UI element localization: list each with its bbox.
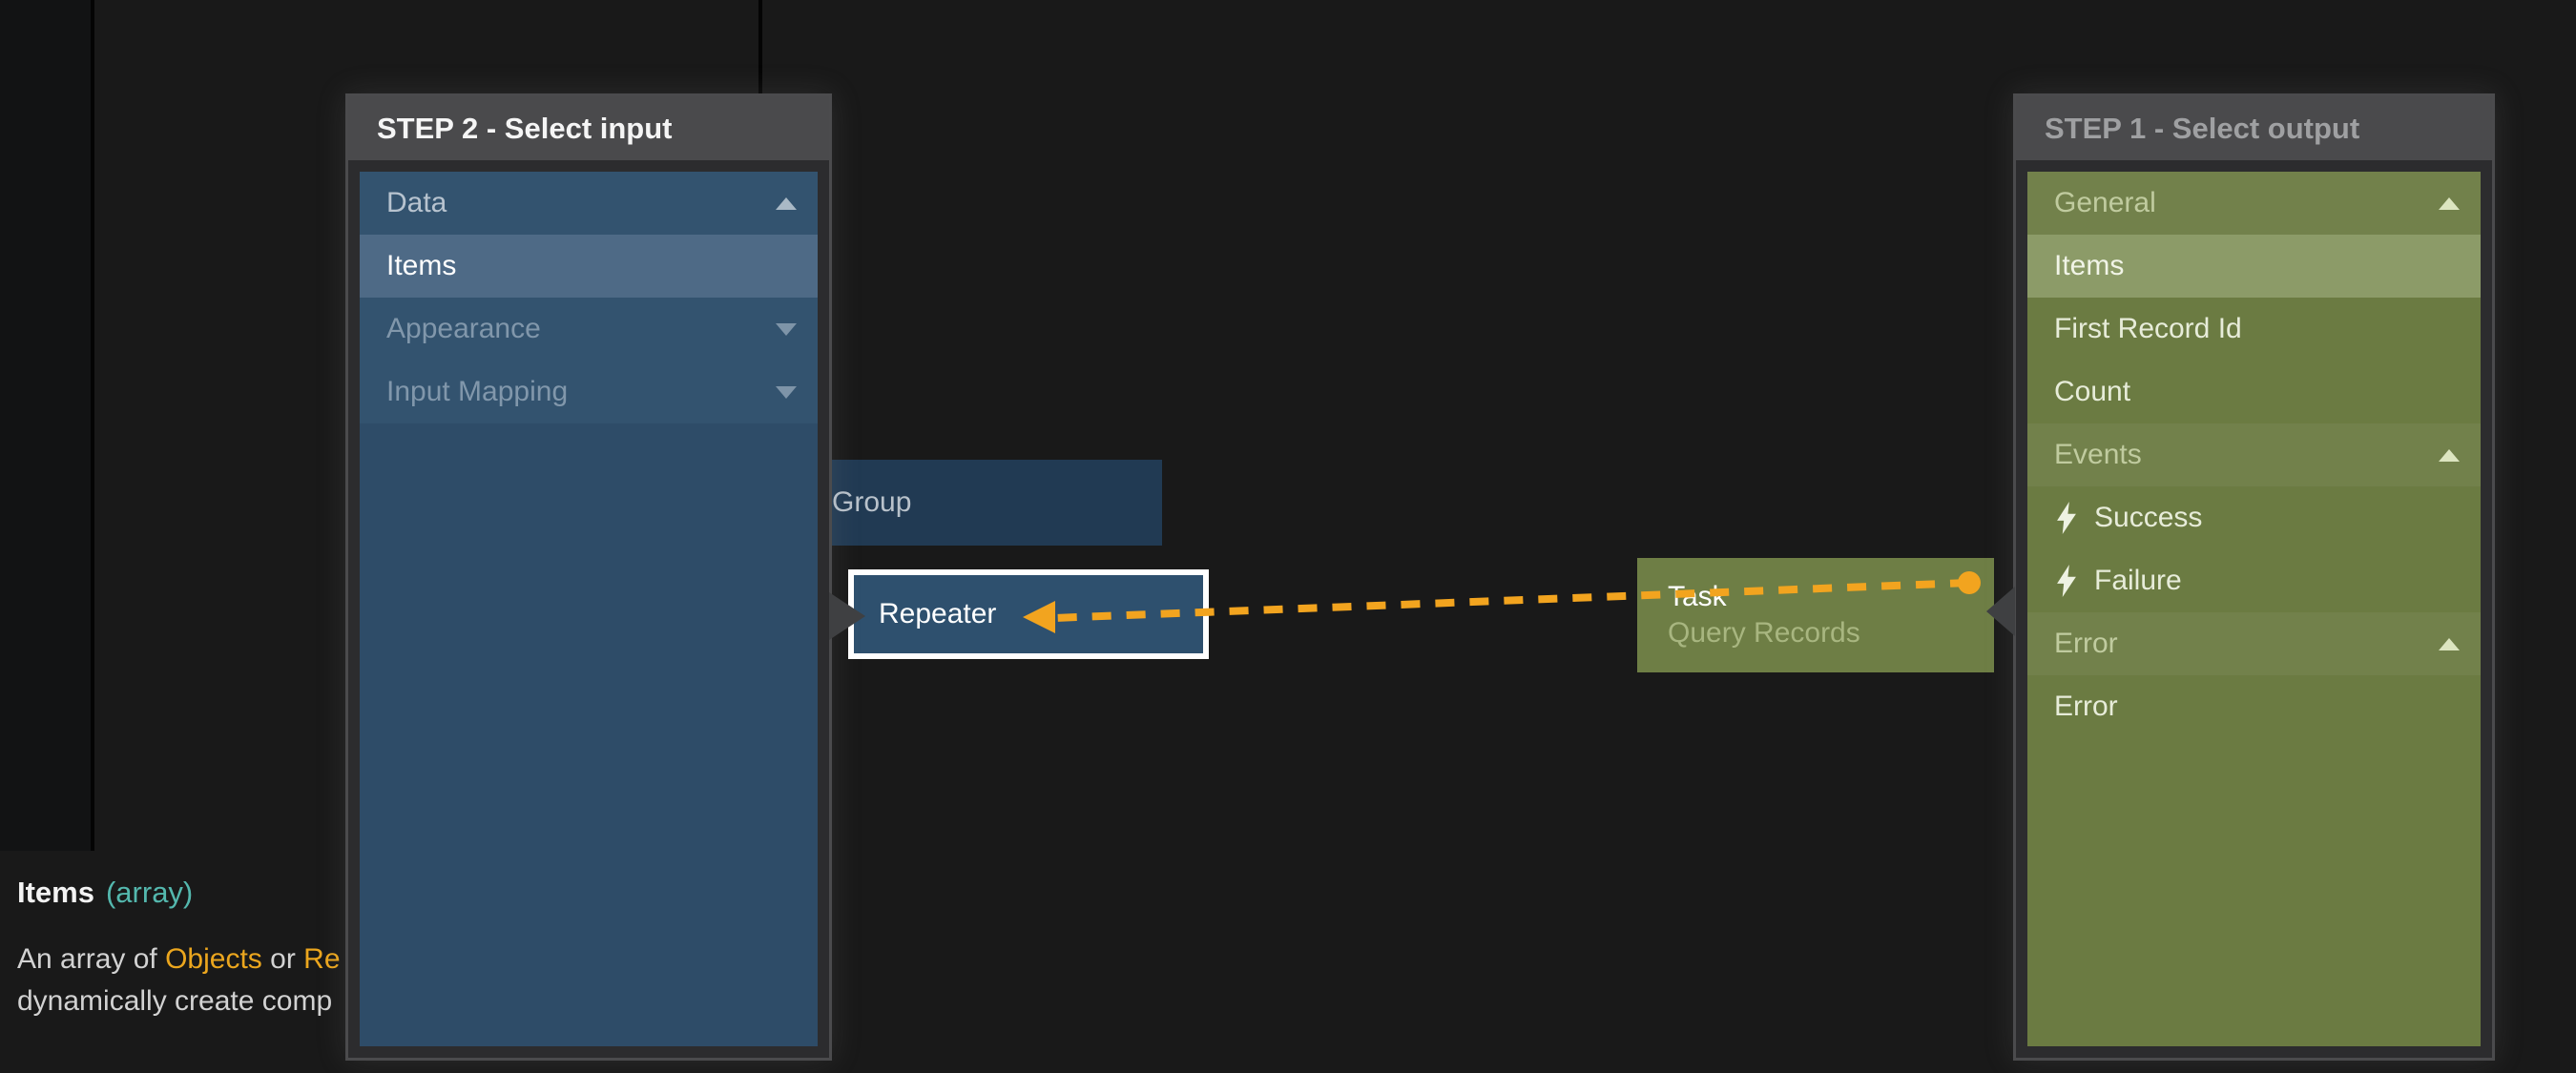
connector-origin-handle[interactable] <box>1958 571 1981 594</box>
step1-section-general-label: General <box>2054 187 2156 219</box>
step1-select-output-panel: STEP 1 - Select output General Items Fir… <box>2013 93 2495 1061</box>
step2-section-data-label: Data <box>386 187 447 219</box>
tooltip-desc-records-link: Re <box>303 943 340 975</box>
step1-event-success-label: Success <box>2094 502 2202 534</box>
step2-section-data[interactable]: Data <box>360 172 818 235</box>
collapsed-side-panel <box>0 0 94 851</box>
tooltip-desc-objects-link: Objects <box>165 943 262 975</box>
property-tooltip: Items (array) An array of Objects or Re d… <box>17 874 341 1022</box>
step1-property-items-selected[interactable]: Items <box>2027 235 2481 298</box>
tooltip-property-name: Items <box>17 876 94 909</box>
step1-property-items-label: Items <box>2054 250 2124 282</box>
step2-panel-callout-pointer <box>829 592 865 640</box>
step2-section-appearance[interactable]: Appearance <box>360 298 818 361</box>
step1-section-error[interactable]: Error <box>2027 612 2481 675</box>
chevron-up-icon <box>2439 638 2460 650</box>
step1-event-failure-label: Failure <box>2094 565 2182 597</box>
chevron-up-icon <box>776 197 797 210</box>
step1-property-count-label: Count <box>2054 376 2130 408</box>
tooltip-description: An array of Objects or Re dynamically cr… <box>17 939 341 1022</box>
step1-section-error-label: Error <box>2054 628 2118 660</box>
step1-panel-body: General Items First Record Id Count Even… <box>2027 172 2481 1046</box>
step2-property-items-selected[interactable]: Items <box>360 235 818 298</box>
step1-event-success[interactable]: Success <box>2027 486 2481 549</box>
repeater-node-selected[interactable]: Repeater <box>848 569 1209 659</box>
tooltip-title: Items (array) <box>17 874 341 912</box>
tooltip-desc-or: or <box>262 943 303 975</box>
step1-panel-callout-pointer <box>1986 587 2015 636</box>
step1-section-events[interactable]: Events <box>2027 423 2481 486</box>
step1-section-general[interactable]: General <box>2027 172 2481 235</box>
task-node-subtitle: Query Records <box>1668 615 1994 651</box>
step2-panel-body: Data Items Appearance Input Mapping <box>360 172 818 1046</box>
lightning-icon <box>2056 565 2077 597</box>
step2-section-input-mapping-label: Input Mapping <box>386 376 568 408</box>
step1-property-first-record-id[interactable]: First Record Id <box>2027 298 2481 361</box>
task-node-title: Task <box>1668 579 1994 615</box>
chevron-down-icon <box>776 323 797 336</box>
chevron-down-icon <box>776 386 797 399</box>
step1-property-error-label: Error <box>2054 691 2118 723</box>
task-node[interactable]: Task Query Records <box>1637 558 1994 672</box>
step2-property-items-label: Items <box>386 250 456 282</box>
lightning-icon <box>2056 502 2077 534</box>
tooltip-desc-text: An array of <box>17 943 165 975</box>
chevron-up-icon <box>2439 197 2460 210</box>
step1-section-events-label: Events <box>2054 439 2142 471</box>
step2-section-input-mapping[interactable]: Input Mapping <box>360 361 818 423</box>
step1-property-first-record-id-label: First Record Id <box>2054 313 2242 345</box>
step2-panel-title: STEP 2 - Select input <box>348 96 829 160</box>
tooltip-desc-line2: dynamically create comp <box>17 985 332 1017</box>
repeater-node-label: Repeater <box>854 598 996 630</box>
step1-event-failure[interactable]: Failure <box>2027 549 2481 612</box>
step1-property-error[interactable]: Error <box>2027 675 2481 738</box>
step1-panel-title: STEP 1 - Select output <box>2016 96 2492 160</box>
step1-property-count[interactable]: Count <box>2027 361 2481 423</box>
step2-select-input-panel: STEP 2 - Select input Data Items Appeara… <box>345 93 832 1061</box>
tooltip-property-type: (array) <box>106 876 193 909</box>
step2-section-appearance-label: Appearance <box>386 313 541 345</box>
chevron-up-icon <box>2439 449 2460 462</box>
